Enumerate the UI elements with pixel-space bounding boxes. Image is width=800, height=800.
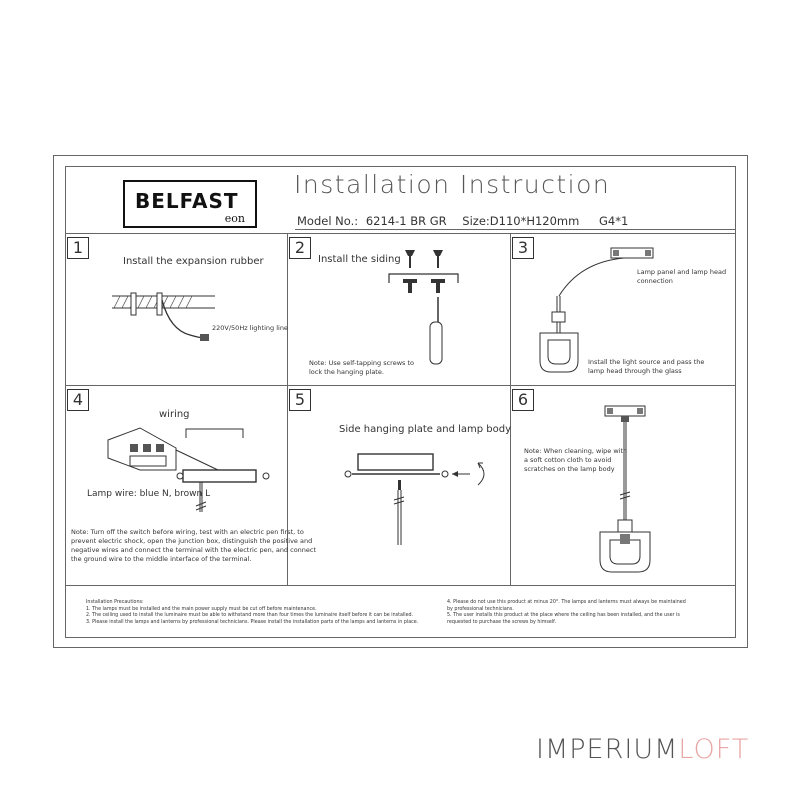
document-outer-frame bbox=[53, 155, 748, 648]
watermark-logo: IMPERIUMLOFT bbox=[536, 734, 749, 765]
precaution-line: 3. Please install the lamps and lanterns… bbox=[86, 619, 419, 625]
model-label: Model No.: bbox=[297, 214, 359, 228]
watermark-part1: IMPERIUM bbox=[536, 734, 679, 765]
model-row: Model No.: 6214-1 BR GR Size:D110*H120mm… bbox=[297, 214, 632, 228]
step-2-note-line: lock the hanging plate. bbox=[309, 368, 384, 376]
step-3-label-line: lamp head through the glass bbox=[588, 367, 682, 375]
precaution-line: 4. Please do not use this product at min… bbox=[447, 600, 686, 605]
step-2-note-line: Note: Use self-tapping screws to bbox=[309, 359, 415, 367]
step-2-note: Note: Use self-tapping screws to lock th… bbox=[309, 359, 414, 377]
step-2-caption: Install the siding bbox=[318, 254, 401, 265]
step-6-note-line: a soft cotton cloth to avoid bbox=[524, 456, 612, 464]
step-4-note-line: the ground wire to the middle interface … bbox=[71, 555, 252, 563]
step-3-number: 3 bbox=[512, 237, 534, 259]
step-6-note-line: scratches on the lamp body bbox=[524, 465, 615, 473]
precaution-line: 5. The user installs this product at the… bbox=[447, 613, 680, 618]
step-1-number: 1 bbox=[67, 237, 89, 259]
step-3-label-bottom: Install the light source and pass the la… bbox=[588, 358, 704, 376]
precaution-line: 2. The ceiling used to install the lumin… bbox=[86, 613, 414, 618]
document-inner-frame bbox=[65, 166, 736, 638]
grid-line-bottom bbox=[65, 585, 736, 586]
step-1-caption: Install the expansion rubber bbox=[123, 256, 264, 267]
step-6-note: Note: When cleaning, wipe with a soft co… bbox=[524, 447, 627, 474]
grid-line-top bbox=[65, 233, 736, 234]
precautions-left: Installation Precautions: 1. The lamps m… bbox=[86, 600, 418, 626]
step-3-label-line: Install the light source and pass the bbox=[588, 358, 705, 366]
step-4-note: Note: Turn off the switch before wiring,… bbox=[71, 528, 316, 564]
grid-line-col2 bbox=[510, 233, 511, 585]
model-underline bbox=[295, 229, 735, 230]
grid-line-col1 bbox=[287, 233, 288, 585]
precaution-line: requested to purchase the screws by hims… bbox=[447, 619, 557, 625]
precaution-line: 1. The lamps must be installed and the m… bbox=[86, 606, 317, 612]
step-3-label-line: connection bbox=[637, 277, 673, 285]
precautions-right: 4. Please do not use this product at min… bbox=[447, 600, 686, 626]
page-title: Installation Instruction bbox=[294, 170, 611, 199]
step-5-caption: Side hanging plate and lamp body bbox=[339, 424, 512, 435]
brand-name: BELFAST bbox=[135, 189, 239, 213]
step-4-sublabel: Lamp wire: blue N, brown L bbox=[87, 489, 211, 499]
brand-logo: BELFAST eon bbox=[123, 180, 257, 228]
step-2-number: 2 bbox=[289, 237, 311, 259]
step-4-note-line: negative wires and connect the terminal … bbox=[71, 546, 317, 554]
step-6-note-line: Note: When cleaning, wipe with bbox=[524, 447, 628, 455]
step-3-label-top: Lamp panel and lamp head connection bbox=[637, 268, 726, 286]
size-value: D110*H120mm bbox=[489, 214, 580, 228]
watermark-part2: LOFT bbox=[678, 734, 750, 765]
step-4-note-line: prevent electric shock, open the junctio… bbox=[71, 537, 313, 545]
model-value: 6214-1 BR GR bbox=[365, 214, 447, 228]
bulb-value: G4*1 bbox=[599, 214, 629, 228]
step-4-number: 4 bbox=[67, 389, 89, 411]
step-6-number: 6 bbox=[512, 389, 534, 411]
step-5-number: 5 bbox=[289, 389, 311, 411]
size-label: Size: bbox=[462, 214, 490, 228]
precaution-line: Installation Precautions: bbox=[86, 600, 144, 605]
grid-line-middle bbox=[65, 385, 736, 386]
brand-sub: eon bbox=[224, 212, 245, 225]
step-1-sublabel: 220V/50Hz lighting line bbox=[212, 324, 288, 332]
step-4-note-line: Note: Turn off the switch before wiring,… bbox=[71, 528, 304, 536]
step-4-caption: wiring bbox=[159, 409, 190, 420]
precaution-line: by professional technicians. bbox=[447, 606, 514, 612]
step-3-label-line: Lamp panel and lamp head bbox=[637, 268, 727, 276]
